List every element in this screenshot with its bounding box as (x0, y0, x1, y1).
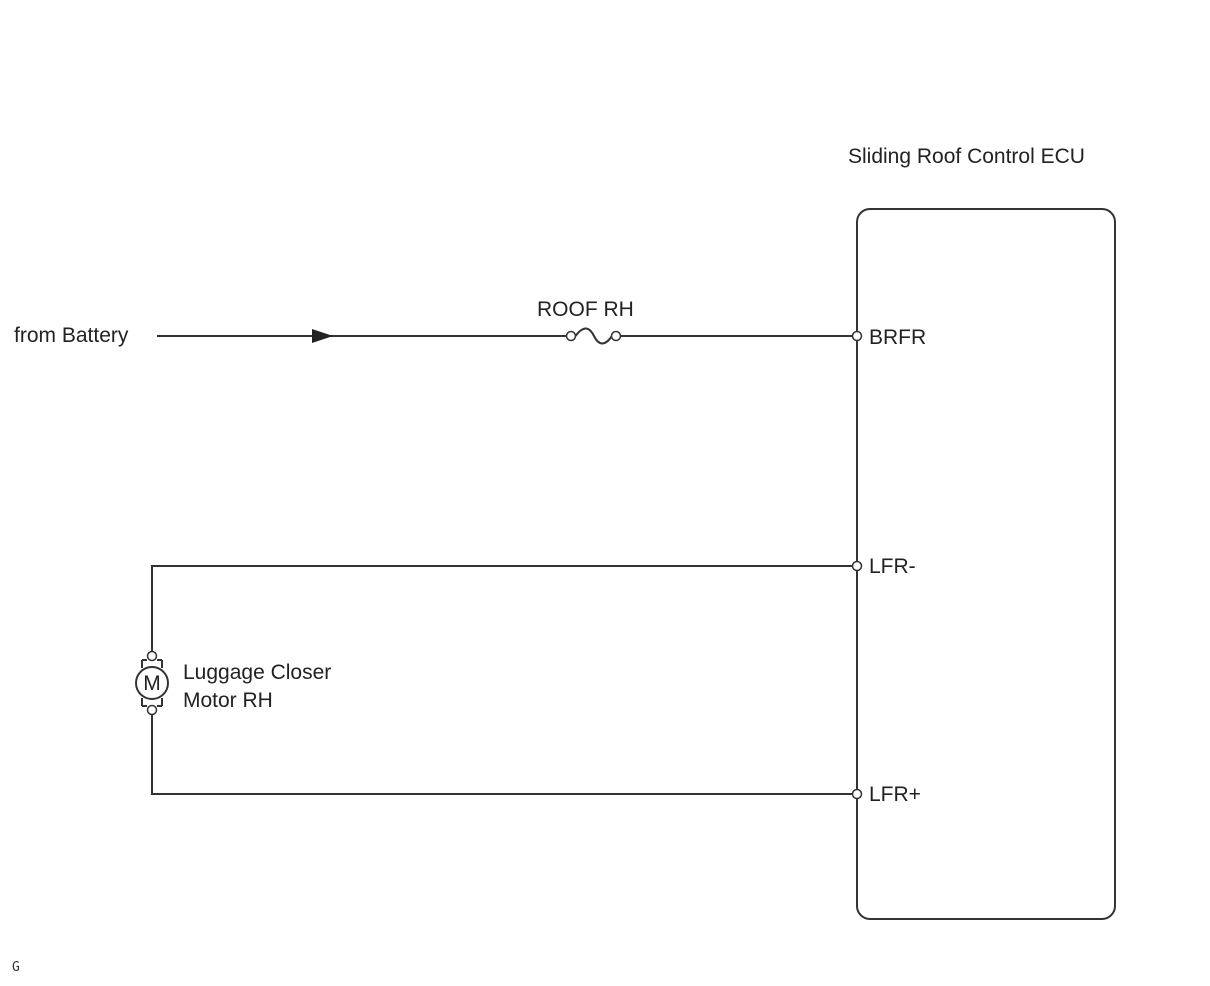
terminal-lfr-minus (851, 560, 863, 572)
source-label: from Battery (14, 324, 129, 347)
motor-label-line1: Luggage Closer (183, 661, 331, 684)
fuse-icon (565, 327, 622, 345)
fuse-label: ROOF RH (537, 298, 634, 321)
pin-label-lfr-plus: LFR+ (869, 783, 921, 806)
pin-label-brfr: BRFR (869, 326, 926, 349)
wire-lfr-plus (151, 715, 852, 795)
ecu-title: Sliding Roof Control ECU (848, 145, 1085, 168)
motor-icon (135, 650, 169, 716)
motor-symbol: M (143, 672, 161, 695)
motor-label-line2: Motor RH (183, 689, 273, 712)
corner-mark: G (12, 960, 20, 975)
terminal-brfr (851, 330, 863, 342)
terminal-lfr-plus (851, 788, 863, 800)
wire-lfr-minus (151, 565, 852, 652)
pin-label-lfr-minus: LFR- (869, 555, 916, 578)
current-arrow-icon (312, 329, 333, 343)
